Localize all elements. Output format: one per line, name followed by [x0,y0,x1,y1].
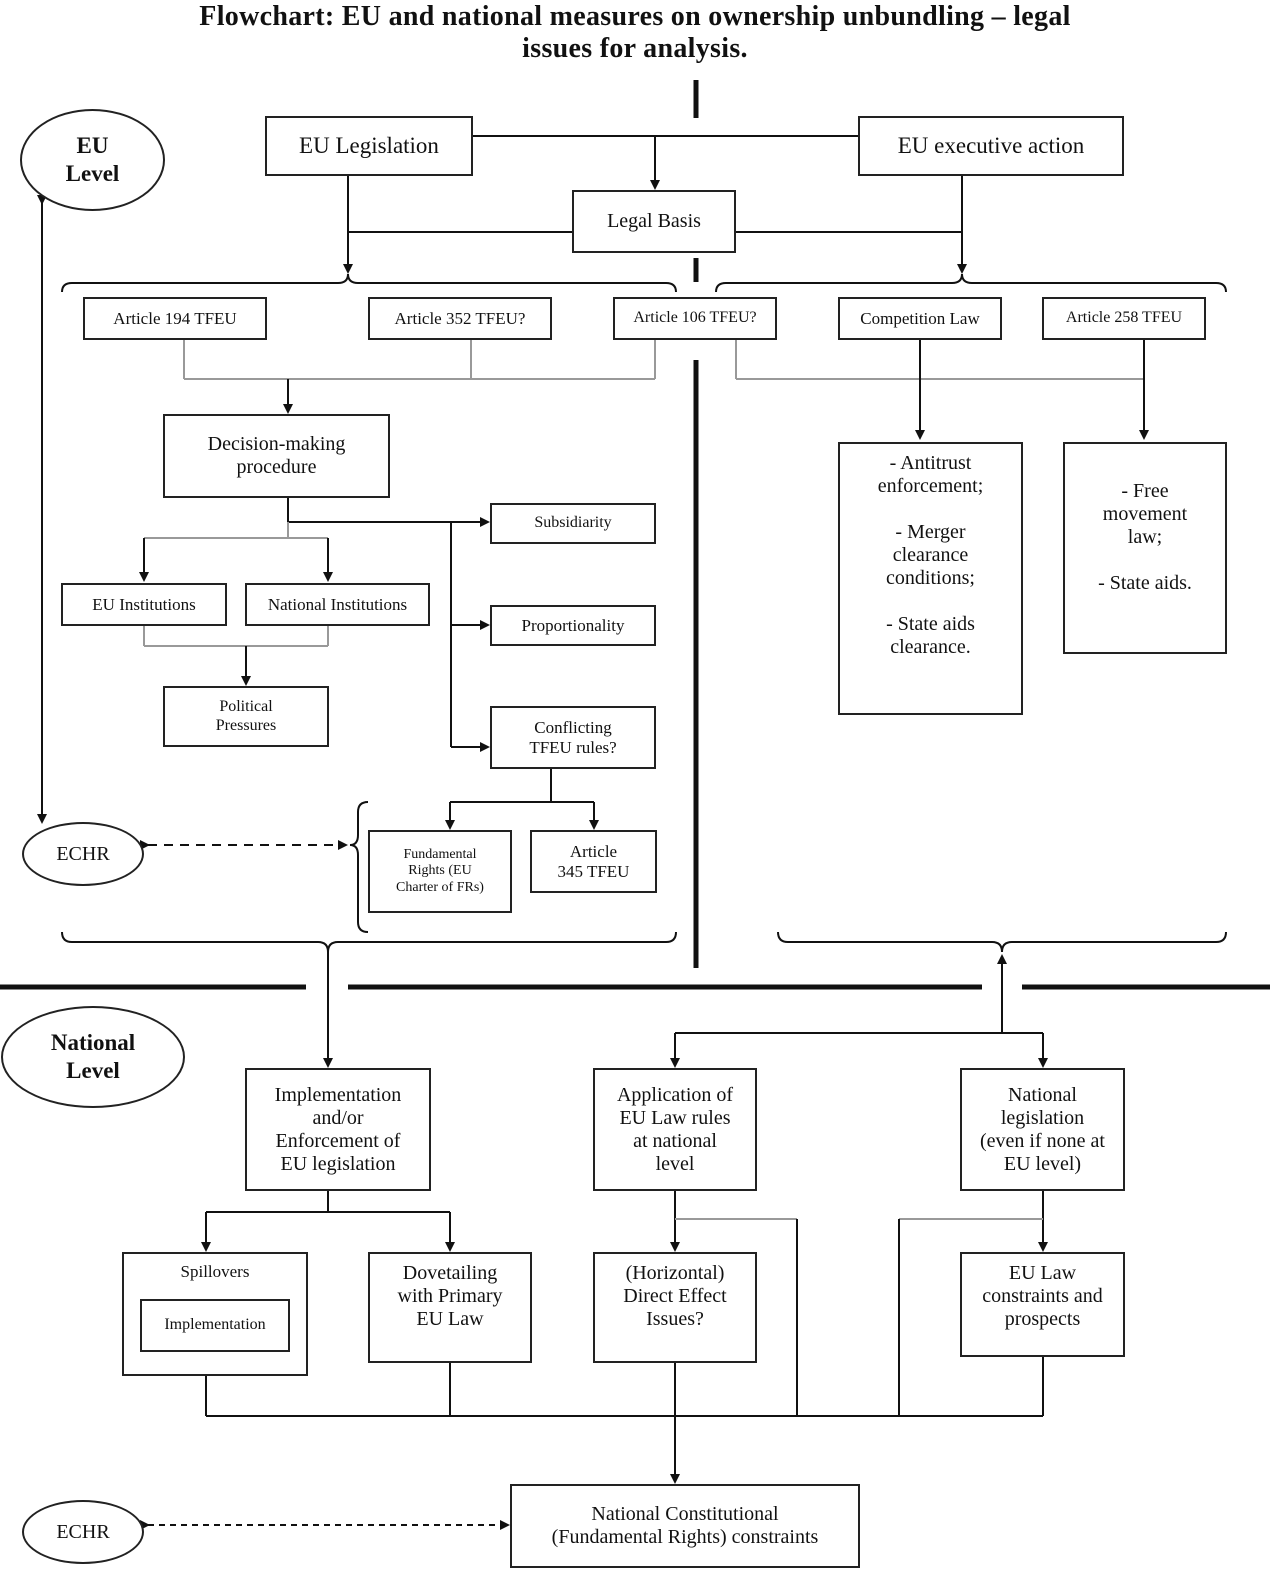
eu-executive-action-box: EU executive action [858,116,1124,176]
echr-oval-top: ECHR [22,822,144,886]
proportionality-box: Proportionality [490,605,656,646]
spillovers-label: Spillovers [180,1262,250,1281]
dovetailing-box: Dovetailing with Primary EU Law [368,1252,532,1363]
national-legislation-box: National legislation (even if none at EU… [960,1068,1125,1191]
application-eu-law-box: Application of EU Law rules at national … [593,1068,757,1191]
national-constitutional-box: National Constitutional (Fundamental Rig… [510,1484,860,1568]
national-level-oval: National Level [1,1006,185,1108]
conflicting-tfeu-box: Conflicting TFEU rules? [490,706,656,769]
article-258-box: Article 258 TFEU [1042,297,1206,340]
direct-effect-box: (Horizontal) Direct Effect Issues? [593,1252,757,1363]
decision-making-box: Decision-making procedure [163,414,390,498]
free-movement-box: - Free movement law; - State aids. [1063,442,1227,654]
article-352-box: Article 352 TFEU? [368,297,552,340]
political-pressures-box: Political Pressures [163,686,329,747]
legal-basis-box: Legal Basis [572,190,736,253]
article-106-box: Article 106 TFEU? [613,297,777,340]
eu-institutions-box: EU Institutions [61,583,227,626]
article-194-box: Article 194 TFEU [83,297,267,340]
national-institutions-box: National Institutions [245,583,430,626]
echr-oval-bottom: ECHR [22,1500,144,1564]
implementation-box: Implementation and/or Enforcement of EU … [245,1068,431,1191]
title-line-2: issues for analysis. [522,33,748,64]
antitrust-merger-box: - Antitrust enforcement; - Merger cleara… [838,442,1023,715]
fundamental-rights-box: Fundamental Rights (EU Charter of FRs) [368,830,512,913]
subsidiarity-box: Subsidiarity [490,503,656,544]
eu-law-constraints-box: EU Law constraints and prospects [960,1252,1125,1357]
title-line-1: Flowchart: EU and national measures on o… [199,1,1071,32]
eu-legislation-box: EU Legislation [265,116,473,176]
spillovers-implementation-box: Implementation [140,1299,290,1352]
eu-level-oval: EU Level [20,109,165,211]
competition-law-box: Competition Law [838,297,1002,340]
article-345-box: Article 345 TFEU [530,830,657,893]
